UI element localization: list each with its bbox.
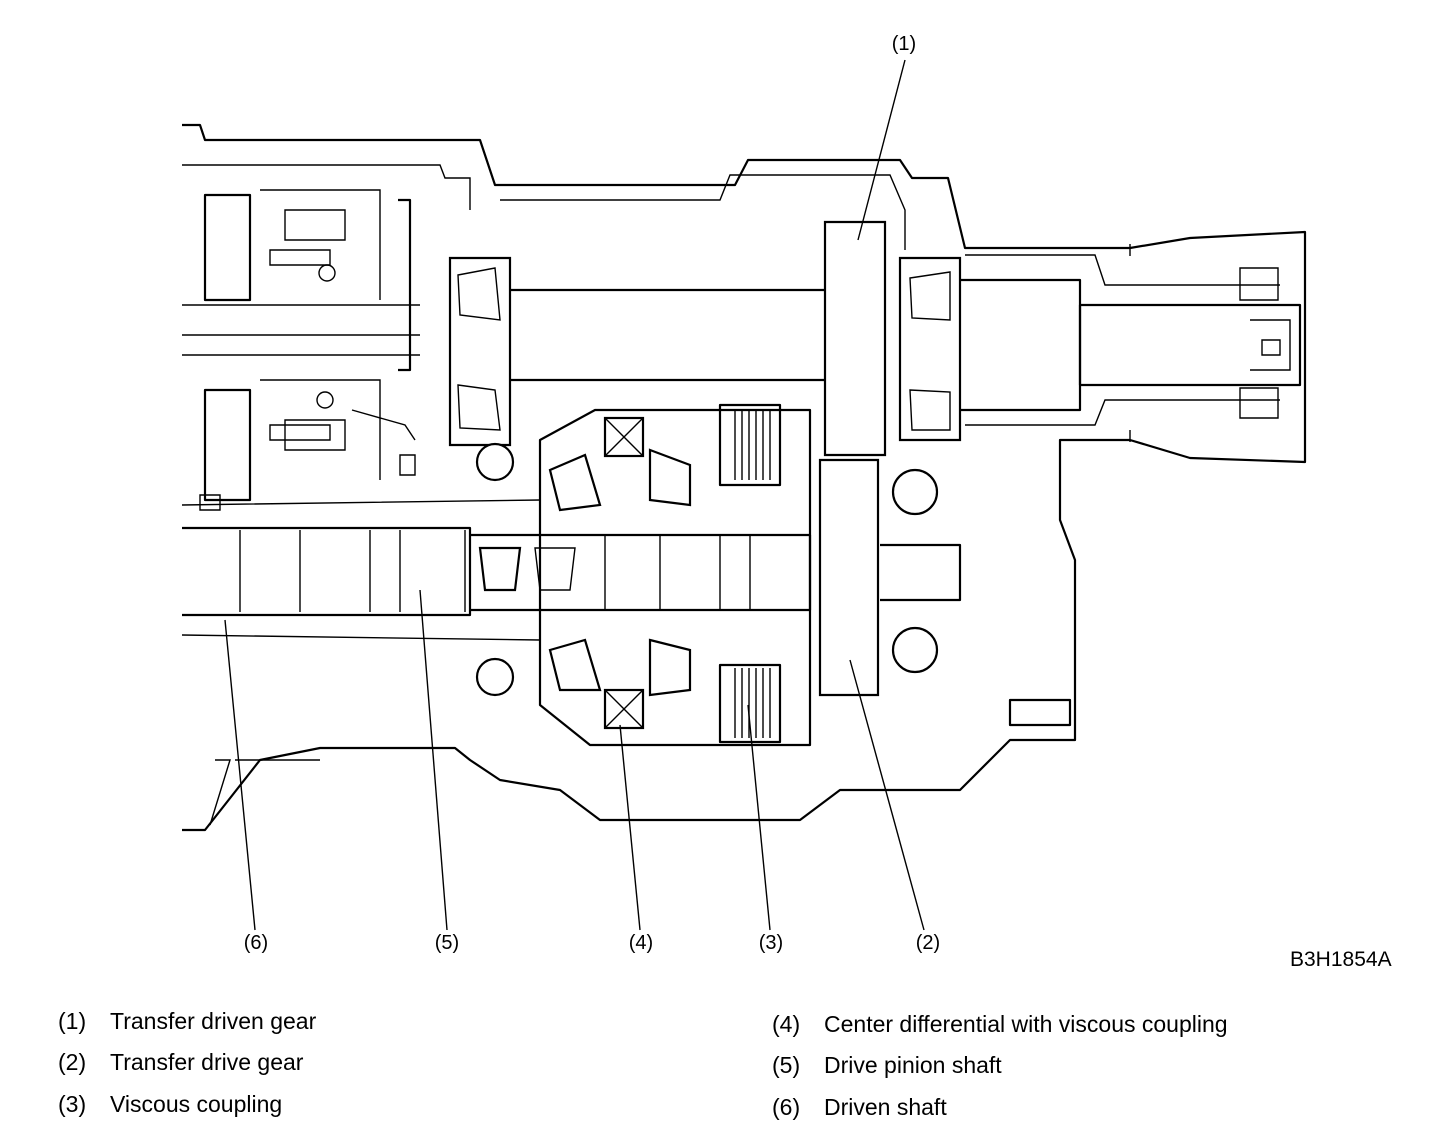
callout-1: (1) xyxy=(891,33,917,55)
housing-outline xyxy=(182,123,1307,832)
callout-5: (5) xyxy=(434,932,460,954)
leader-lines xyxy=(224,59,925,931)
drawing-code: B3H1854A xyxy=(1290,948,1392,971)
callout-4: (4) xyxy=(628,932,654,954)
legend-right: (4) Center differential with viscous cou… xyxy=(772,1011,1392,1131)
legend-number: (1) xyxy=(58,1008,87,1034)
legend-number: (4) xyxy=(772,1011,801,1037)
callout-3: (3) xyxy=(758,932,784,954)
viscous-coupling-plates xyxy=(718,403,782,744)
legend-number: (2) xyxy=(58,1049,87,1075)
legend-label: Center differential with viscous couplin… xyxy=(824,1011,1228,1037)
callout-6: (6) xyxy=(243,932,269,954)
callout-2: (2) xyxy=(915,932,941,954)
center-differential xyxy=(538,408,812,747)
drive-pinion-shaft xyxy=(182,526,472,617)
legend-left: (1) Transfer driven gear (2) Transfer dr… xyxy=(58,1008,678,1128)
legend-label: Viscous coupling xyxy=(110,1091,283,1117)
transfer-driven-gear xyxy=(823,220,887,457)
legend-label: Transfer driven gear xyxy=(110,1008,317,1034)
legend-number: (3) xyxy=(58,1091,87,1117)
legend-number: (6) xyxy=(772,1094,801,1120)
legend-label: Drive pinion shaft xyxy=(824,1052,1002,1078)
legend-label: Driven shaft xyxy=(824,1094,947,1120)
legend-label: Transfer drive gear xyxy=(110,1049,304,1075)
transfer-drive-gear xyxy=(818,458,880,697)
legend-number: (5) xyxy=(772,1052,801,1078)
